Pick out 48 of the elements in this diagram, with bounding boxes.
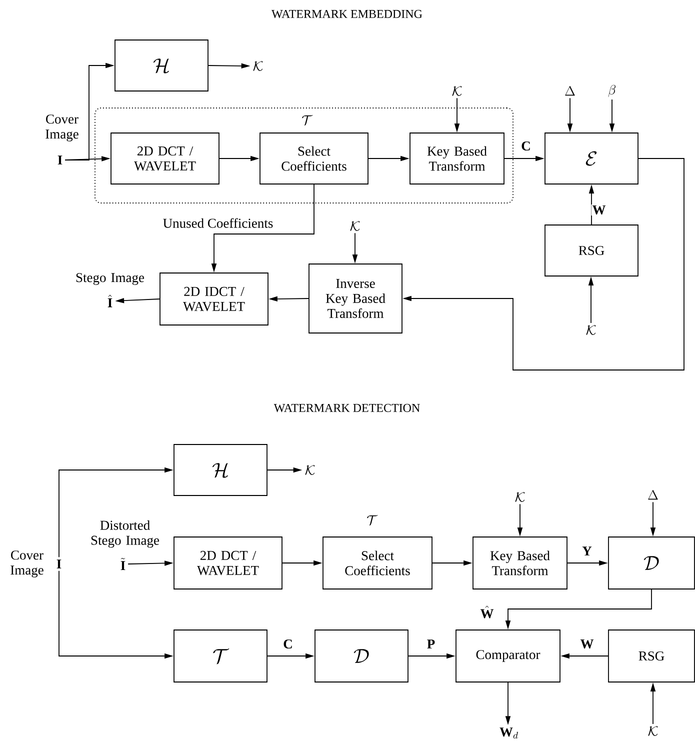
symbol-label: $\mathcal{K}$ [305, 465, 315, 475]
process-box: Comparator [456, 630, 560, 682]
process-box: 2D DCT / WAVELET [110, 132, 220, 184]
process-box: RSG [608, 630, 695, 682]
process-box: $\mathcal{D}$ [314, 630, 408, 682]
symbol-label: $\mathcal{K}$ [648, 726, 658, 736]
input-label: Stego Image [76, 273, 144, 285]
symbol-label: $\mathcal{K}$ [586, 325, 596, 335]
edge-label: $\mathbf{Y}$ [581, 546, 593, 556]
section-heading: WATERMARK EMBEDDING [272, 10, 422, 18]
symbol-label: $\mathbf{I}$ [56, 560, 62, 568]
heading-symbol: $\mathcal{T}$ [302, 114, 313, 126]
symbol-label: $\tilde{\mathbf{I}}$ [120, 558, 126, 570]
symbol-label: $\Delta$ [648, 490, 658, 500]
symbol-label: $\mathcal{K}$ [515, 492, 525, 502]
edge-label: Unused Coefficients [162, 217, 274, 229]
process-box: 2D IDCT / WAVELET [160, 272, 268, 326]
symbol-label: $\mathcal{K}$ [253, 61, 263, 71]
edge-label: $\mathbf{P}$ [426, 638, 436, 650]
symbol-label: $\beta$ [608, 84, 616, 97]
symbol-label: $\mathcal{K}$ [452, 86, 462, 96]
edge-label: $\hat{\mathbf{W}}$ [479, 604, 495, 620]
symbol-label: $\hat{\mathbf{I}}$ [108, 294, 112, 308]
heading-symbol: $\mathcal{T}$ [367, 514, 378, 526]
input-label: Distorted Stego Image [91, 520, 160, 548]
edge-label: $\mathbf{W}$ [591, 204, 607, 216]
process-box: Key Based Transform [472, 536, 568, 590]
process-box: Inverse Key Based Transform [308, 264, 402, 334]
input-label: Cover Image [10, 550, 44, 578]
section-heading: WATERMARK DETECTION [274, 404, 420, 412]
process-box: RSG [544, 224, 638, 276]
process-box: $\mathcal{T}$ [174, 630, 268, 682]
process-box: $\mathcal{H}$ [174, 444, 268, 496]
process-box: $\mathcal{D}$ [608, 536, 695, 590]
process-box: 2D DCT / WAVELET [174, 536, 282, 590]
edge-label: $\mathbf{W}$ [579, 638, 595, 650]
symbol-label: $\mathbf{I}$ [58, 156, 62, 164]
symbol-label: $\mathcal{K}$ [350, 221, 360, 231]
process-box: $\mathcal{H}$ [114, 40, 208, 92]
input-label: Cover Image [46, 114, 78, 142]
process-box: Select Coefficients [260, 132, 368, 184]
process-box: Key Based Transform [410, 132, 504, 184]
process-box: Select Coefficients [322, 536, 432, 590]
process-box: $\mathcal{E}$ [544, 132, 638, 184]
symbol-label: $\Delta$ [565, 86, 575, 96]
edge-label: $\mathbf{C}$ [282, 638, 294, 650]
symbol-label: $\mathbf{W}_d$ [500, 728, 518, 739]
edge-label: $\mathbf{C}$ [520, 140, 532, 152]
